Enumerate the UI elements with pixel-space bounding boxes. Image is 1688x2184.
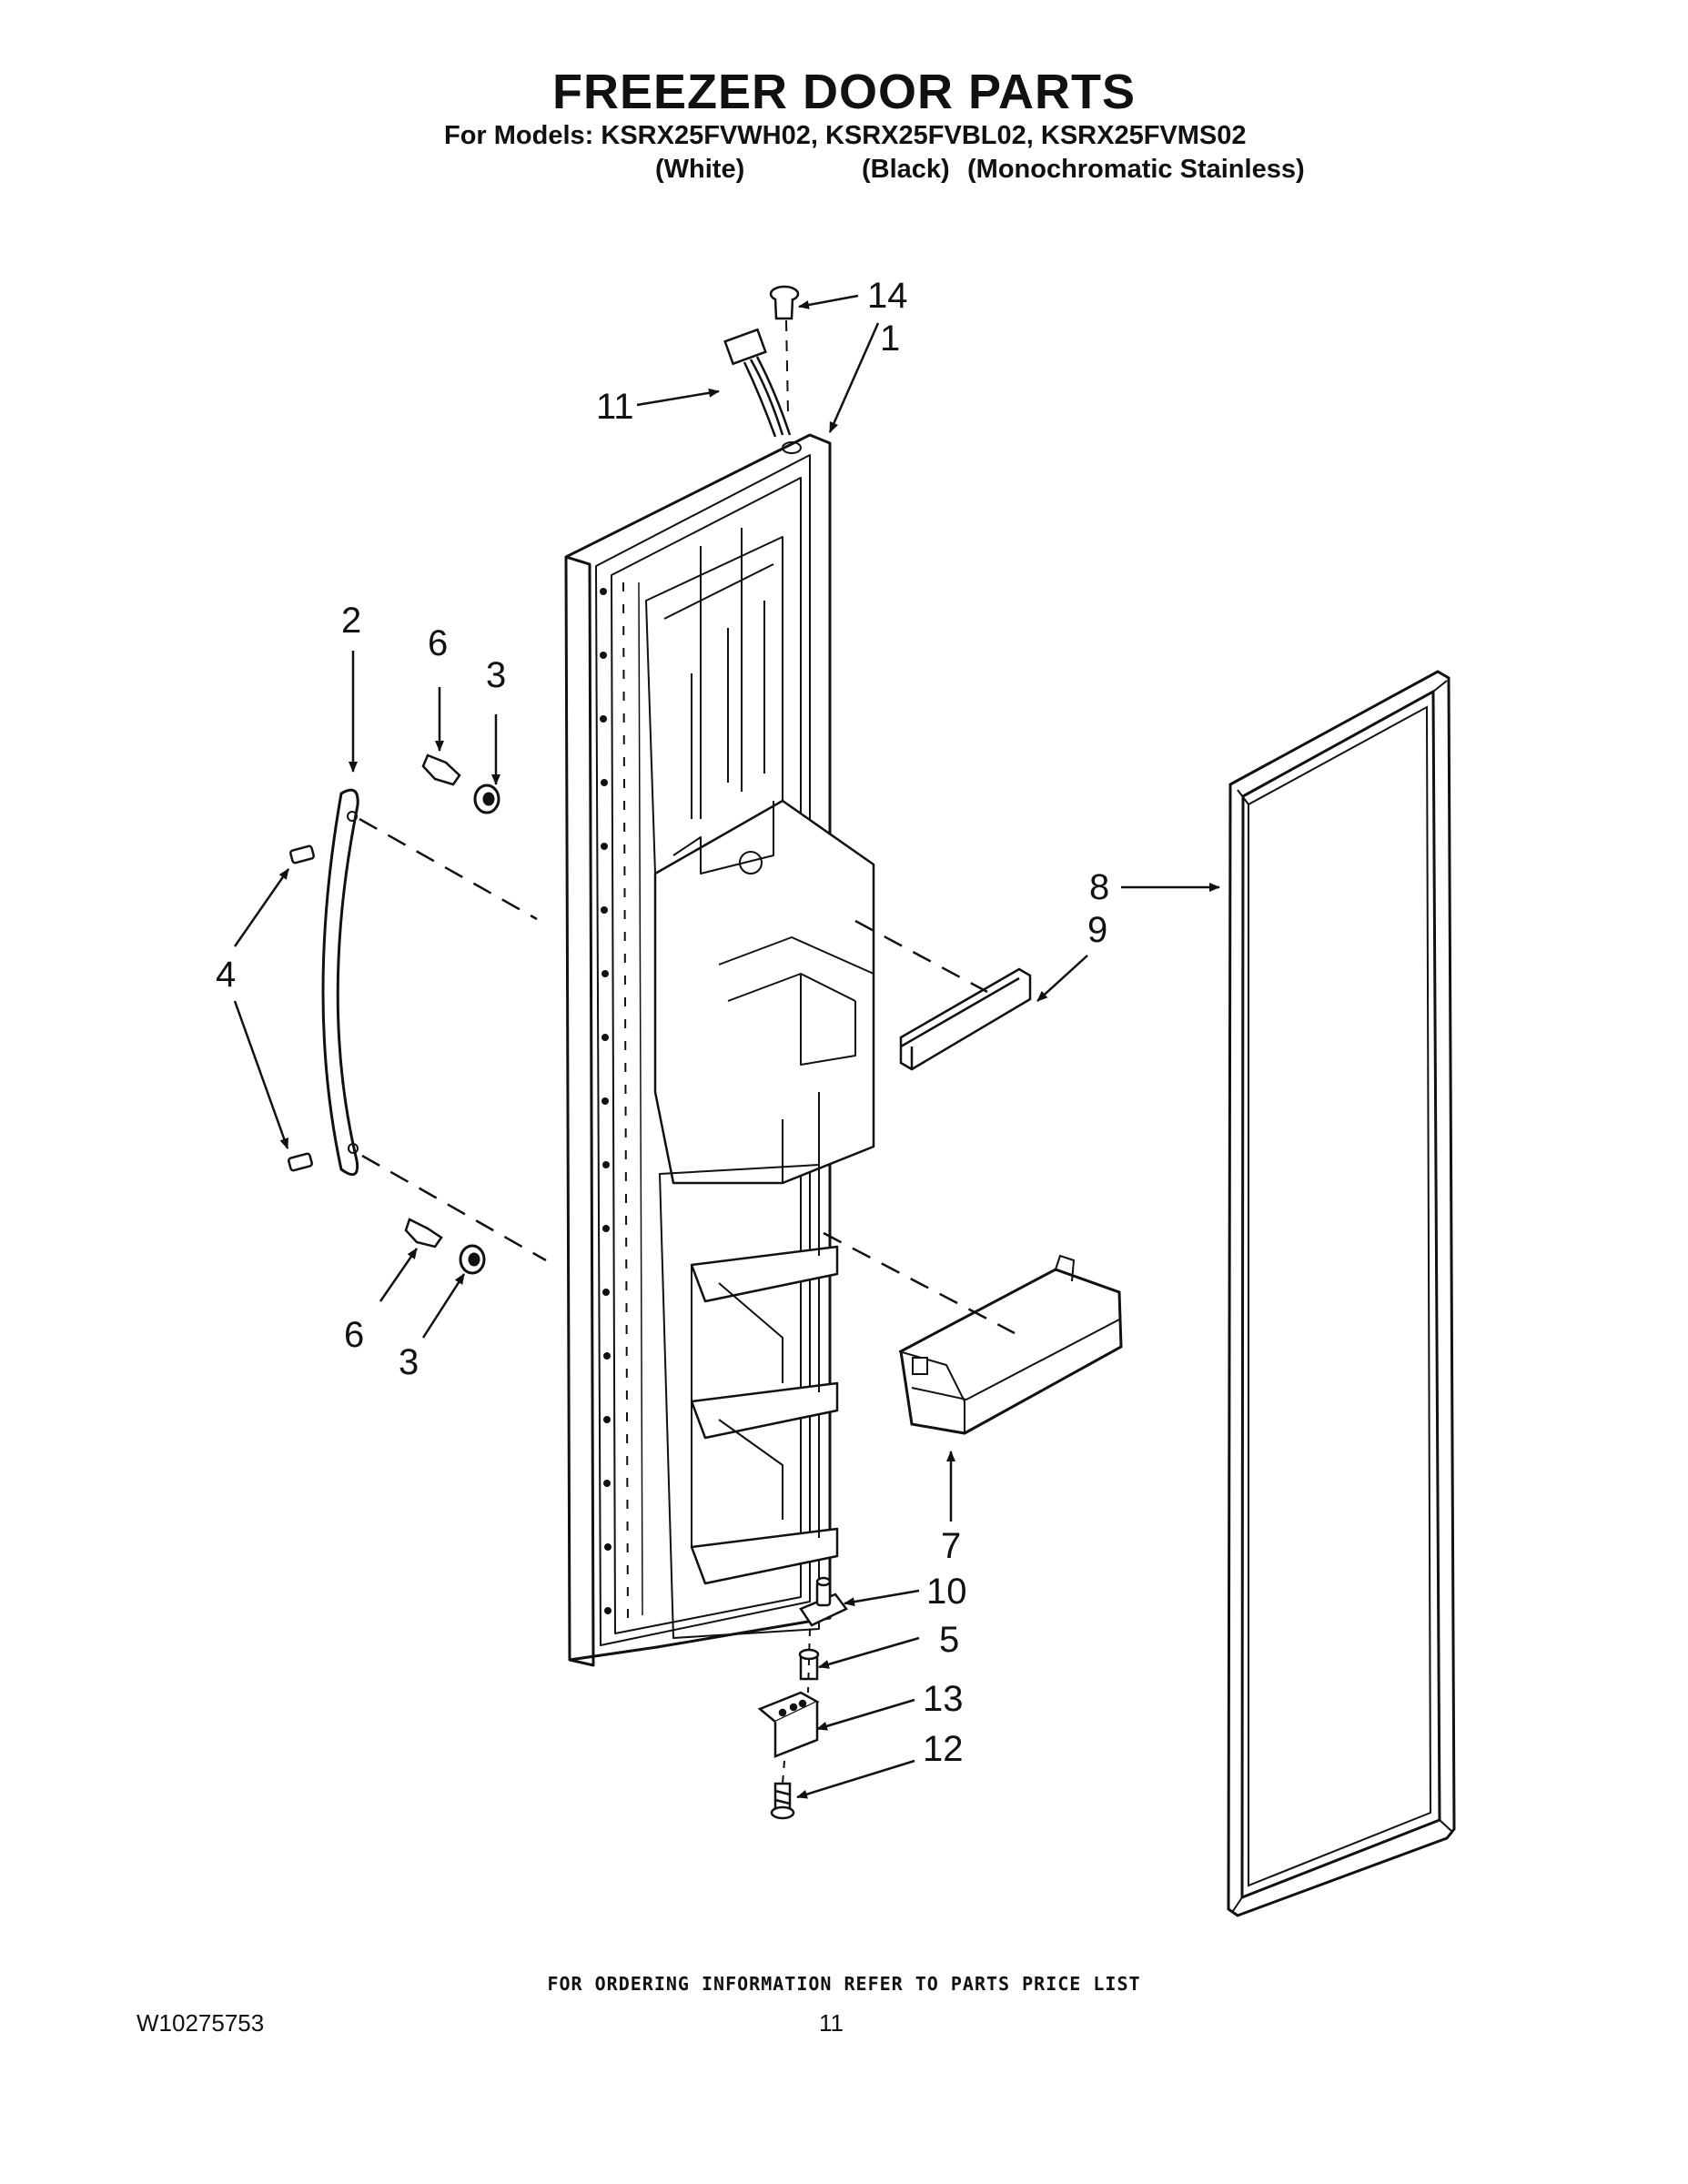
color-black: (Black): [862, 155, 950, 184]
color-mono: (Monochromatic Stainless): [967, 155, 1305, 184]
hinge-screw-upper: [798, 1648, 820, 1681]
dispenser-trim: [899, 967, 1032, 1071]
callout-9: 9: [1087, 910, 1107, 950]
hinge-alignment-line: [782, 1628, 811, 1785]
color-white: (White): [655, 155, 745, 184]
page-number: 11: [819, 2009, 844, 2037]
door-handle: [321, 788, 359, 1177]
callout-7: 7: [941, 1526, 961, 1566]
hinge-pin: [799, 1576, 848, 1627]
door-gasket: [1227, 670, 1456, 1917]
callout-6-upper: 6: [428, 623, 448, 663]
callout-13: 13: [923, 1679, 964, 1719]
ordering-info-note: FOR ORDERING INFORMATION REFER TO PARTS …: [547, 1973, 1141, 1995]
leader-arrows: [233, 294, 1220, 1799]
callout-8: 8: [1089, 867, 1109, 907]
freezer-door-assembly: [564, 433, 875, 1667]
callout-10: 10: [926, 1572, 967, 1612]
callout-4: 4: [216, 955, 236, 995]
callout-3-upper: 3: [486, 655, 506, 695]
callout-1: 1: [880, 318, 900, 359]
bin-alignment-line: [823, 1231, 1016, 1335]
wire-harness: [723, 328, 792, 438]
callout-6-lower: 6: [344, 1315, 364, 1355]
callout-3-lower: 3: [399, 1342, 419, 1382]
handle-screws: [404, 753, 461, 1249]
handle-bushings: [459, 784, 500, 1275]
callout-11: 11: [596, 387, 634, 427]
handle-studs: [288, 844, 315, 1172]
callout-14: 14: [867, 276, 908, 316]
hinge-screw-lower: [770, 1782, 795, 1820]
page-title: FREEZER DOOR PARTS: [551, 65, 1137, 119]
callout-12: 12: [923, 1729, 964, 1769]
trim-alignment-line: [854, 919, 988, 994]
hinge-bracket: [757, 1691, 820, 1758]
models-line: For Models: KSRX25FVWH02, KSRX25FVBL02, …: [444, 121, 1247, 150]
door-bin: [898, 1254, 1123, 1435]
cap-alignment-line: [785, 319, 789, 415]
callout-5: 5: [939, 1620, 959, 1660]
callout-2: 2: [341, 601, 361, 641]
callout-numbers: 14 1 11 2 6 3 4 6 3 8 9 7 10 5 13 12: [216, 276, 1109, 1769]
door-cap: [769, 285, 800, 320]
handle-alignment-lines: [359, 817, 547, 1262]
document-number: W10275753: [136, 2009, 265, 2037]
